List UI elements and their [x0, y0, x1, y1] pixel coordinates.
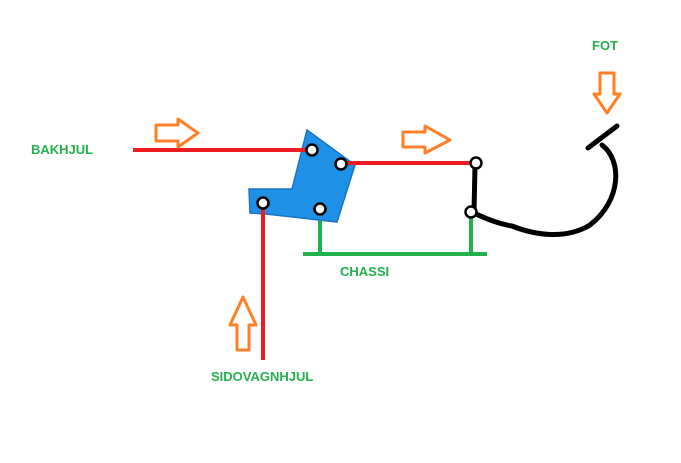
pivot-bellcrank-chassis — [313, 202, 327, 216]
pivot-connecting-rod — [334, 157, 348, 171]
right-arrow-rear-wheel — [154, 117, 200, 149]
label-chassis: CHASSI — [340, 264, 389, 279]
label-rear-wheel: BAKHJUL — [31, 142, 93, 157]
label-foot: FOT — [592, 38, 618, 53]
right-arrow-connecting-rod — [401, 124, 452, 155]
up-arrow-sidecar-wheel — [228, 295, 258, 352]
pivot-sidecar-wheel-rod — [256, 196, 270, 210]
foot-lever-arm — [469, 142, 619, 237]
pivot-rear-wheel-rod — [305, 143, 319, 157]
foot-lever-vertical — [471, 165, 478, 213]
pivot-foot-lever-top — [469, 156, 483, 170]
down-arrow-foot — [592, 71, 622, 115]
label-sidecar-wheel: SIDOVAGNHJUL — [211, 369, 313, 384]
pivot-foot-lever-chassis — [464, 205, 478, 219]
bellcrank-plate — [248, 128, 356, 223]
foot-pedal — [585, 123, 620, 151]
